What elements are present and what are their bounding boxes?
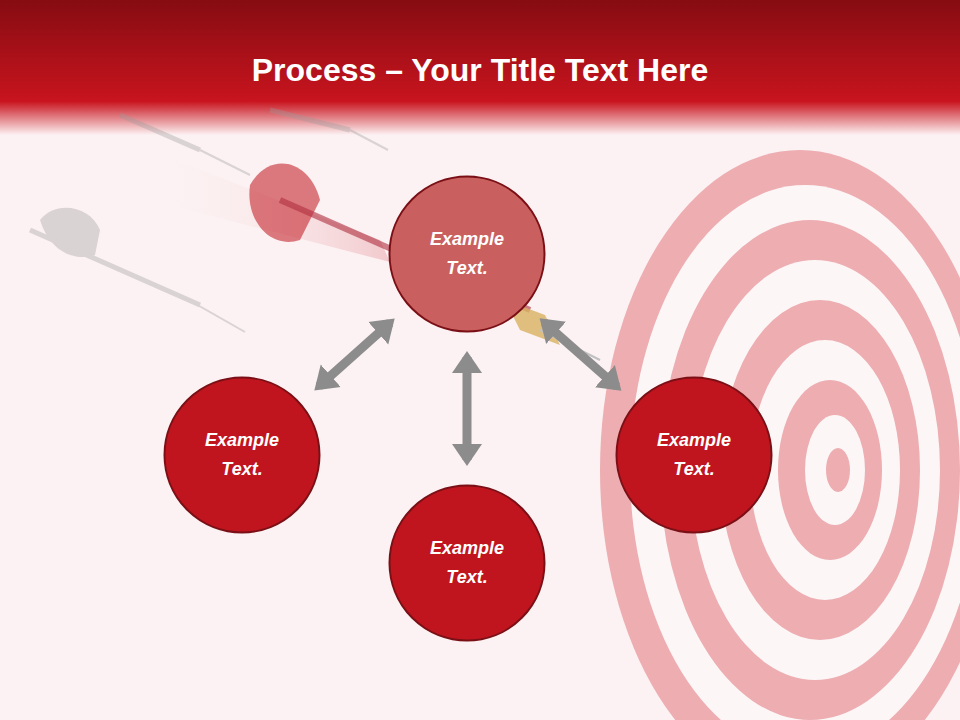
process-circle: Example Text. [388,175,546,333]
circle-outline [163,376,321,534]
header-bar [0,0,960,135]
circle-text: Example Text. [417,534,517,592]
circle-outline [388,175,546,333]
circle-outline [388,484,546,642]
process-circle: Example Text. [388,484,546,642]
slide-title: Process – Your Title Text Here [0,52,960,89]
circle-outline [615,376,773,534]
circle-text: Example Text. [192,426,292,484]
circle-text: Example Text. [417,225,517,283]
circle-text: Example Text. [644,426,744,484]
target-board [600,150,960,720]
process-circle: Example Text. [163,376,321,534]
double-arrow [319,323,390,387]
darts [30,110,600,360]
process-circle: Example Text. [615,376,773,534]
double-arrow [463,357,472,460]
double-arrow [544,322,617,386]
